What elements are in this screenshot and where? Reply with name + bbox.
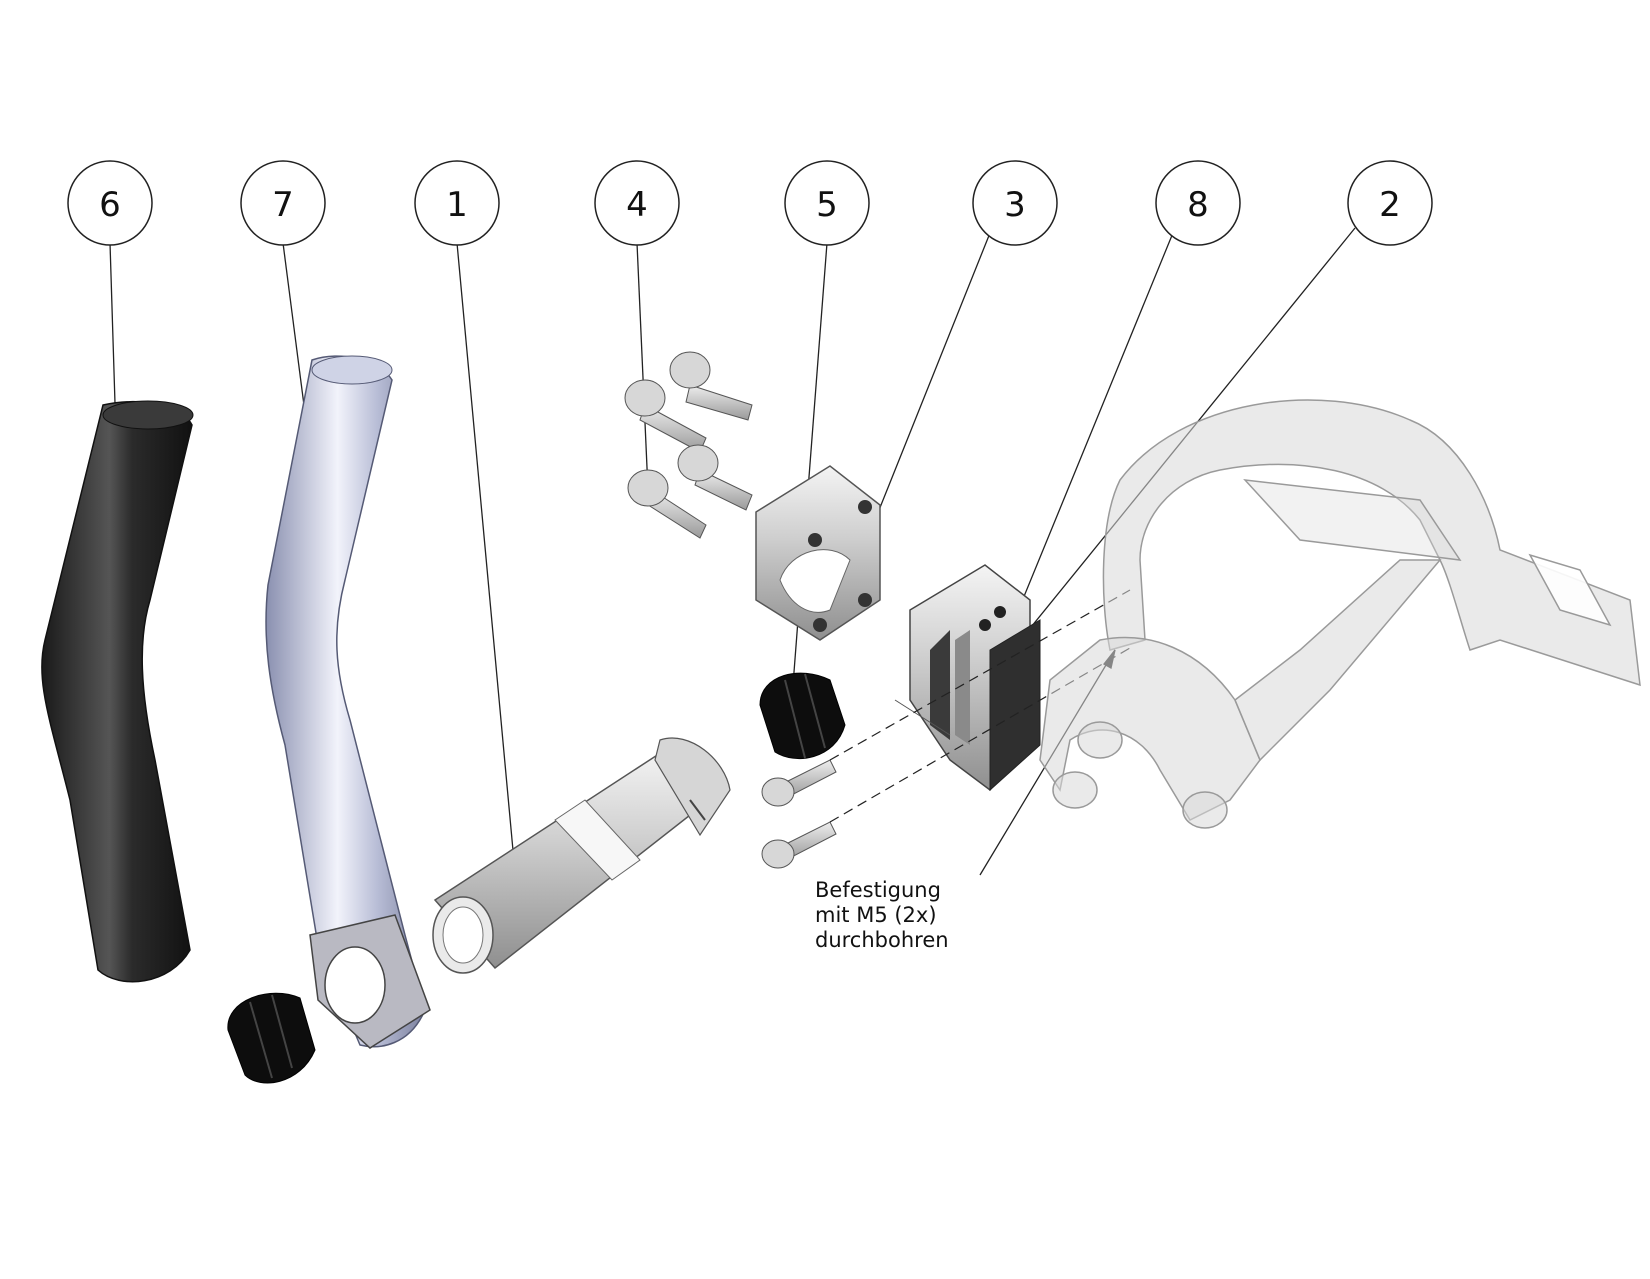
svg-text:2: 2 [1379,185,1401,225]
leader-4 [636,242,649,491]
balloon-4: 4 [594,160,680,246]
svg-text:5: 5 [816,185,838,225]
svg-text:3: 3 [1004,185,1026,225]
bolt-top-right [669,351,753,421]
m5-screw-lower [761,821,837,869]
leader-3 [864,227,993,546]
note-line-3: durchbohren [815,928,949,952]
balloon-8: 8 [1155,160,1241,246]
part-4-bolts [624,351,753,539]
part-5-rubber-plug-left [227,992,316,1084]
svg-text:1: 1 [446,185,468,225]
balloon-7: 7 [240,160,326,246]
svg-text:8: 8 [1187,185,1209,225]
part-5-rubber-plug-right [759,672,846,759]
leader-1 [456,242,517,884]
note-line-2: mit M5 (2x) [815,903,937,927]
svg-text:4: 4 [626,185,648,225]
balloons: 6 7 1 4 5 3 8 2 [67,160,1433,246]
balloon-1: 1 [414,160,500,246]
part-3-clamp-bracket [755,465,881,641]
part-8-mounting-block [894,564,1041,792]
svg-text:7: 7 [272,185,294,225]
svg-text:6: 6 [99,185,121,225]
m5-screw-upper [761,759,837,807]
part-2-transparent-frame [1039,399,1641,829]
note-line-1: Befestigung [815,878,941,902]
balloon-5: 5 [784,160,870,246]
m5-screws [761,759,837,869]
balloon-2: 2 [1347,160,1433,246]
bolt-middle-left [627,469,707,539]
leader-8 [999,227,1176,656]
bolt-middle-right [677,444,753,511]
part-1-cylinder-tube [432,737,731,974]
note-drill-through: Befestigung mit M5 (2x) durchbohren [815,878,949,952]
part-6-black-grip [41,400,194,983]
balloon-6: 6 [67,160,153,246]
balloon-3: 3 [972,160,1058,246]
part-7-bent-tube [265,355,431,1049]
